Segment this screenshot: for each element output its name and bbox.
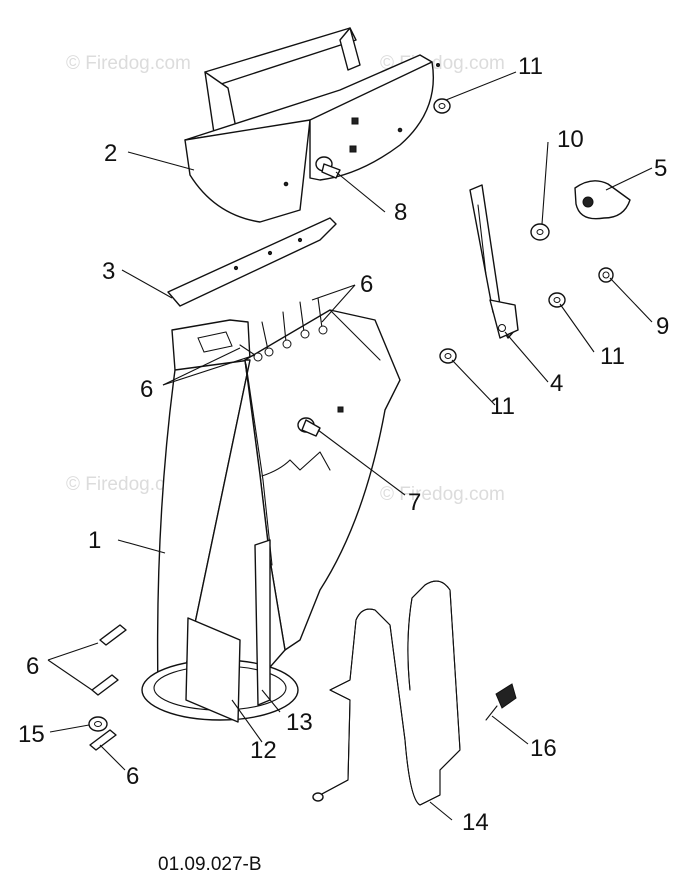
callout-10: 10: [557, 126, 584, 153]
callout-5: 5: [654, 155, 667, 182]
watermark-mid-right: © Firedog.com: [380, 484, 505, 505]
part-16-spring: [485, 683, 517, 721]
drawing-number: 01.09.027-B: [158, 854, 262, 875]
watermark-top-left: © Firedog.com: [66, 53, 191, 74]
part-13-bracket: [254, 539, 271, 706]
callout-16: 16: [530, 735, 557, 762]
callout-15: 15: [18, 721, 45, 748]
callout-9: 9: [656, 313, 669, 340]
callout-2: 2: [104, 140, 117, 167]
callout-11-top: 11: [518, 53, 543, 80]
part-11-washers: [433, 98, 566, 364]
callout-13: 13: [286, 709, 313, 736]
part-10-washer: [530, 223, 550, 241]
part-7-pin: [297, 417, 321, 437]
part-5-knob: [574, 180, 631, 220]
part-3-blade: [167, 217, 337, 307]
callout-7: 7: [408, 489, 421, 516]
callout-11-middle: 11: [600, 343, 625, 370]
callout-6-bottom: 6: [126, 763, 139, 790]
callout-12: 12: [250, 737, 277, 764]
callout-11-bottom: 11: [490, 393, 515, 420]
callout-6-upper-left: 6: [140, 376, 153, 403]
leader-lines: [47, 71, 653, 821]
part-1-chute: [141, 309, 401, 721]
callout-8: 8: [394, 199, 407, 226]
part-6-bolts-lower: [89, 624, 127, 751]
part-15-washer: [88, 716, 108, 732]
watermark-mid-left: © Firedog.com: [66, 474, 191, 495]
callout-6-upper-right: 6: [360, 271, 373, 298]
part-8-pin: [315, 156, 341, 179]
part-12-plate: [185, 617, 241, 723]
callout-14: 14: [462, 809, 489, 836]
callout-6-lower-left: 6: [26, 653, 39, 680]
part-14-rod: [312, 580, 461, 806]
callout-3: 3: [102, 258, 115, 285]
callout-1: 1: [88, 527, 101, 554]
callout-4: 4: [550, 370, 563, 397]
part-6-bolts-upper: [239, 297, 328, 362]
part-4-bracket: [469, 184, 519, 339]
part-9-nut: [598, 267, 614, 283]
part-2-deflector: [184, 27, 440, 223]
